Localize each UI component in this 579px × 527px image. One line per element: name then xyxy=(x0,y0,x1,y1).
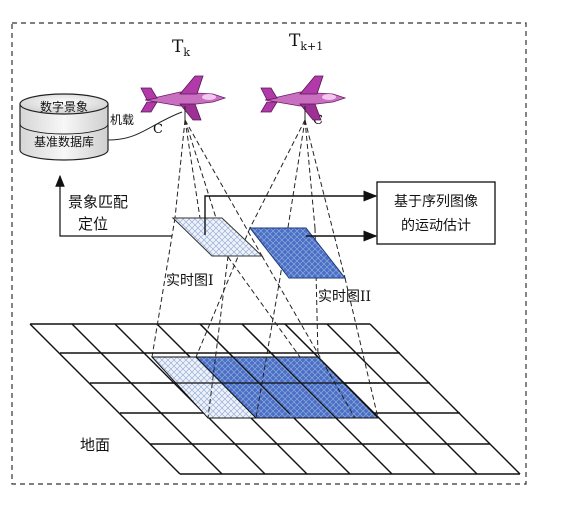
jet-aircraft-icon xyxy=(140,75,227,121)
time-label-k: Tk xyxy=(172,37,190,59)
time-k-sub: k xyxy=(183,46,190,59)
grid-overlay xyxy=(150,323,380,420)
camera-label-2: C xyxy=(313,113,323,128)
jet-aircraft-icon xyxy=(260,75,347,121)
scene-match-arrow xyxy=(55,174,172,237)
onboard-link xyxy=(107,111,183,141)
estimation-line-2: 的运动估计 xyxy=(401,218,471,234)
scene-match-label-1: 景象匹配 xyxy=(68,193,128,211)
onboard-label: 机载 xyxy=(110,113,134,127)
scene-match-label-2: 定位 xyxy=(78,215,108,233)
realtime-image-2 xyxy=(248,227,347,279)
database-label-top: 数字景象 xyxy=(40,99,88,114)
time-label-k1: Tk+1 xyxy=(289,31,323,53)
database-label-bottom: 基准数据库 xyxy=(34,134,94,149)
estimation-line-1: 基于序列图像 xyxy=(394,193,478,210)
camera-label-1: C xyxy=(153,122,163,137)
outer-frame xyxy=(11,22,527,485)
ground-label: 地面 xyxy=(80,436,110,454)
realtime-image-1-body xyxy=(171,217,264,257)
realtime-image-2-label: 实时图II xyxy=(318,289,371,305)
arrows-to-estimation xyxy=(204,190,378,242)
time-k-main: T xyxy=(172,37,184,57)
database-cylinder-icon xyxy=(19,93,109,161)
realtime-image-1-label: 实时图I xyxy=(166,273,214,289)
time-k1-sub: k+1 xyxy=(300,40,323,53)
motion-estimation-box xyxy=(376,181,496,245)
time-k1-main: T xyxy=(289,31,301,51)
